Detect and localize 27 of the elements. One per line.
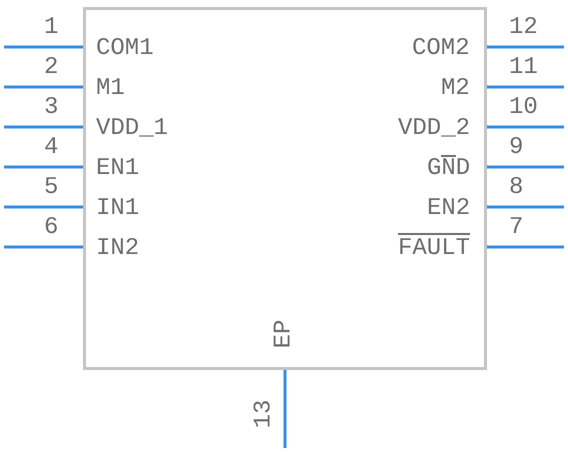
pin-number: 2 — [44, 56, 58, 80]
pin-name: M2 — [441, 77, 470, 101]
pin-name: COM1 — [96, 37, 154, 61]
pin-number: 9 — [509, 136, 524, 160]
pin-number: 10 — [509, 96, 538, 120]
pin-number: 3 — [44, 96, 58, 120]
pin-number: 6 — [44, 216, 58, 240]
pin-name: GND — [427, 157, 470, 181]
pin-number: 7 — [509, 216, 524, 240]
pin-number: 5 — [44, 176, 58, 200]
pin-name: VDD_1 — [96, 117, 168, 141]
pin-name: COM2 — [412, 37, 470, 61]
pin-number: 4 — [44, 136, 58, 160]
pin-name: IN2 — [96, 237, 140, 261]
pin-number: 1 — [44, 16, 58, 40]
ic-body-outline — [83, 7, 487, 370]
pin-name: FAULT — [398, 237, 470, 261]
pin-name: M1 — [96, 77, 125, 101]
pin-number: 12 — [509, 16, 538, 40]
pin-name: EN1 — [96, 157, 140, 181]
pin-number: 8 — [509, 176, 524, 200]
pin-name: EN2 — [427, 197, 470, 221]
pin-number: 11 — [509, 56, 538, 80]
pin-name: IN1 — [96, 197, 140, 221]
pin-name: EP — [272, 320, 296, 348]
pin-number: 13 — [252, 400, 276, 428]
pin-name: VDD_2 — [398, 117, 470, 141]
